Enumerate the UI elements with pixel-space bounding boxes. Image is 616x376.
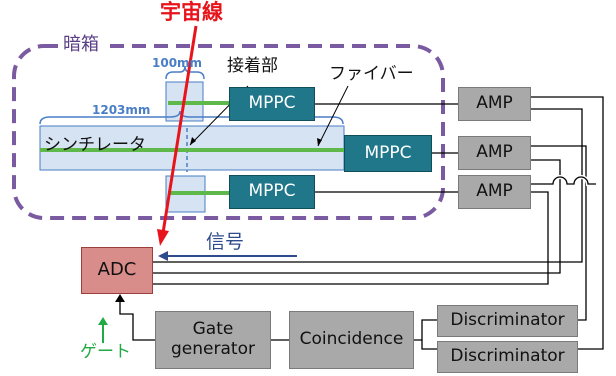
length-1203mm-label: 1203mm — [92, 103, 151, 117]
fiber-label: ファイバー — [329, 64, 414, 84]
joint-pointer-head — [190, 137, 196, 145]
signal-label: 信号 — [206, 231, 245, 253]
cosmic-ray-arrowhead — [157, 229, 169, 246]
gate-arrowhead — [98, 317, 108, 325]
mppc-top: MPPC — [229, 87, 315, 121]
mppc-middle: MPPC — [344, 135, 432, 172]
cosmic-ray-arrow — [161, 25, 198, 234]
mppc-bottom: MPPC — [229, 175, 315, 209]
brace-1203mm — [39, 110, 344, 125]
amp-middle: AMP — [458, 136, 531, 170]
coincidence-box: Coincidence — [289, 311, 414, 369]
scintillator-label: シンチレータ — [44, 135, 146, 155]
fiber-pointer — [317, 85, 349, 147]
gate-label: ゲート — [80, 342, 131, 362]
width-100mm-label: 100mm — [152, 56, 203, 70]
dark-box-border — [12, 44, 445, 220]
signal-arrowhead — [158, 251, 168, 261]
discriminator-bottom: Discriminator — [437, 341, 578, 373]
fiber-pointer-head — [317, 138, 322, 146]
dark-box-label: 暗箱 — [58, 36, 104, 54]
joint-label: 接着部 — [227, 56, 278, 76]
amp-bottom: AMP — [458, 175, 531, 209]
amp-top: AMP — [458, 87, 531, 121]
gate-generator-box: Gate generator — [155, 311, 271, 369]
discriminator-top: Discriminator — [437, 305, 578, 337]
brace-100mm — [165, 65, 205, 80]
cosmic-ray-label: 宇宙線 — [160, 0, 223, 24]
adc-box: ADC — [81, 247, 153, 294]
